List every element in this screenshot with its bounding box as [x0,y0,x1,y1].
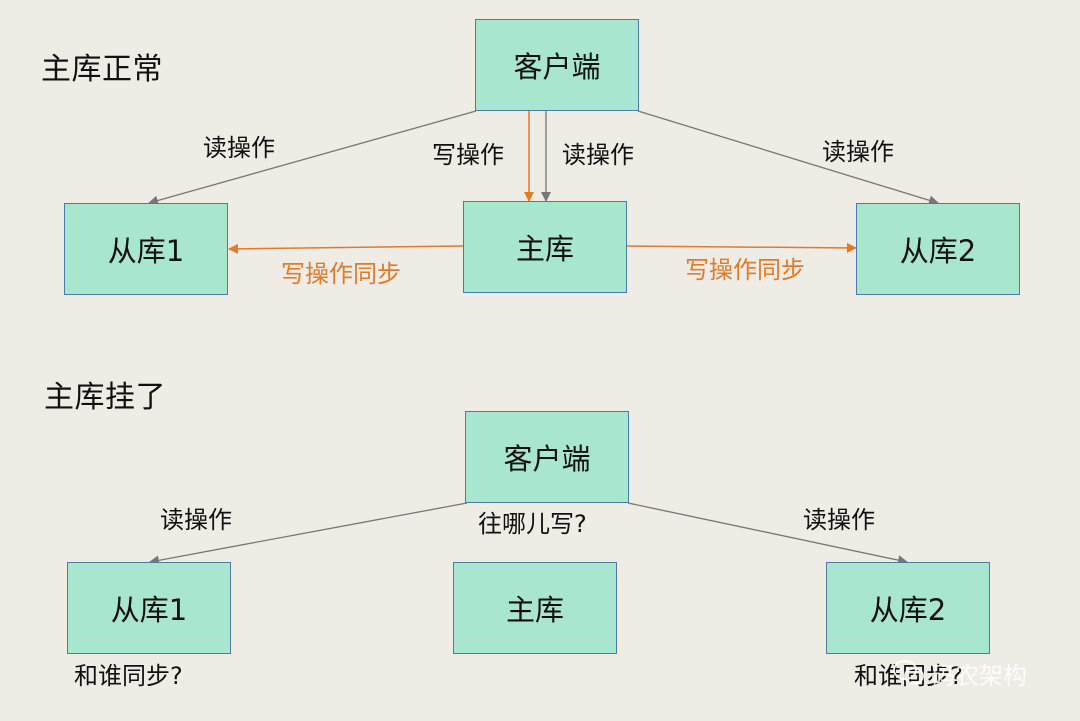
client-node: 客户端 [475,19,639,111]
label-sync-question-left: 和谁同步? [74,662,183,690]
wechat-icon [893,659,925,687]
arrow-master-to-replica2-sync [626,242,857,253]
replica2-node: 从库2 [856,203,1020,295]
arrow-client-to-replica1-read [148,110,477,206]
client-node-failed: 客户端 [465,411,629,503]
watermark: 码农架构 [893,656,1027,690]
label-read-right-failed: 读操作 [803,506,875,534]
master-node-failed: 主库 [453,562,617,654]
replica2-node-failed: 从库2 [826,562,990,654]
label-sync-left: 写操作同步 [281,260,401,288]
label-read-center: 读操作 [562,141,634,169]
label-read-right: 读操作 [822,138,894,166]
label-sync-right: 写操作同步 [685,256,805,284]
master-node: 主库 [463,201,627,293]
label-where-write: 往哪儿写? [478,510,587,538]
section-title-normal: 主库正常 [41,52,163,87]
replica1-node: 从库1 [64,203,228,295]
label-write: 写操作 [432,141,504,169]
label-read-left-failed: 读操作 [160,506,232,534]
section-title-failed: 主库挂了 [44,380,166,415]
watermark-text: 码农架构 [931,661,1027,690]
label-read-left: 读操作 [203,134,275,162]
replica1-node-failed: 从库1 [67,562,231,654]
arrow-master-to-replica1-sync [228,243,464,254]
